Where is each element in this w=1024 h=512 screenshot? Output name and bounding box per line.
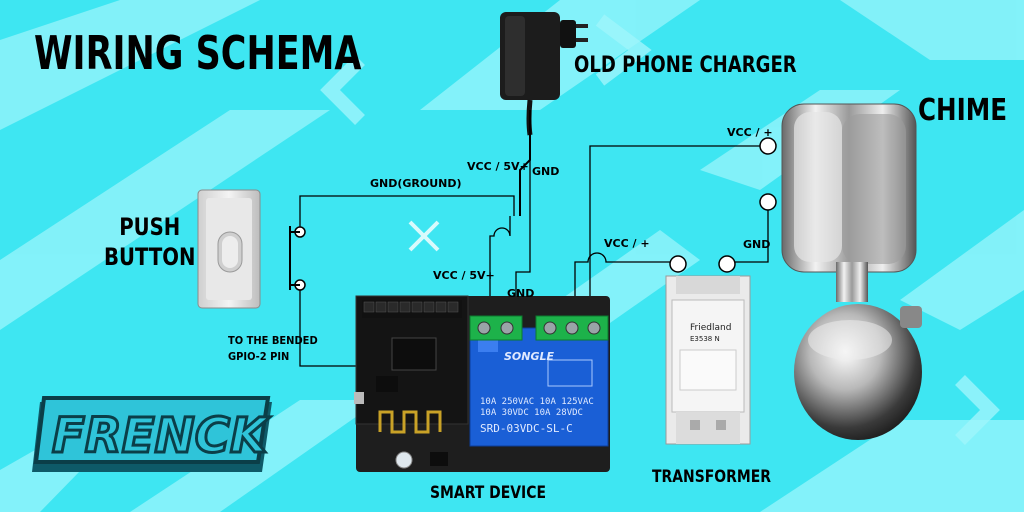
svg-text:10A 250VAC 10A 125VAC: 10A 250VAC 10A 125VAC bbox=[480, 397, 594, 407]
wire-gnd-chime bbox=[727, 203, 769, 263]
svg-text:FRENCK: FRENCK bbox=[52, 408, 271, 464]
wire-label-vcc-transformer: VCC / + bbox=[604, 237, 650, 250]
background-chevrons bbox=[320, 14, 1000, 445]
chime bbox=[781, 103, 922, 440]
frenck-logo: FRENCK bbox=[32, 396, 272, 472]
charger-cable bbox=[519, 110, 531, 216]
wire-vcc-chime bbox=[589, 145, 768, 318]
charger-label: OLD PHONE CHARGER bbox=[574, 53, 797, 78]
wire-label-gpio: TO THE BENDED GPIO-2 PIN bbox=[228, 333, 318, 365]
push-button-label-line2: BUTTON bbox=[104, 243, 196, 271]
transformer-label: TRANSFORMER bbox=[652, 467, 771, 487]
wire-label-gnd-charger: GND bbox=[532, 165, 560, 178]
wires bbox=[299, 110, 769, 367]
wire-label-gnd-ground: GND(GROUND) bbox=[370, 177, 462, 190]
wire-gpio bbox=[299, 290, 360, 367]
gpio-label-line2: GPIO-2 PIN bbox=[228, 349, 290, 363]
decorative-x bbox=[408, 220, 440, 252]
switch-symbol bbox=[289, 226, 300, 290]
wire-label-gnd-chime: GND bbox=[743, 238, 771, 251]
phone-charger bbox=[500, 12, 588, 136]
svg-text:SRD-03VDC-SL-C: SRD-03VDC-SL-C bbox=[480, 422, 573, 435]
svg-text:Friedland: Friedland bbox=[690, 323, 731, 333]
terminal-block-right bbox=[535, 315, 609, 341]
wire-label-vcc-5v-mid: VCC / 5V+ bbox=[433, 269, 495, 282]
terminal-block-left bbox=[469, 315, 523, 341]
push-button-label: PUSH BUTTON bbox=[104, 215, 195, 275]
svg-text:SONGLE: SONGLE bbox=[504, 350, 555, 363]
wire-charger-gnd bbox=[515, 160, 531, 318]
svg-text:10A 30VDC 10A 28VDC: 10A 30VDC 10A 28VDC bbox=[480, 408, 583, 418]
smart-device: SONGLE 10A 250VAC 10A 125VAC 10A 30VDC 1… bbox=[354, 295, 610, 472]
gpio-label-line1: TO THE BENDED bbox=[228, 334, 318, 347]
wire-vcc5v bbox=[489, 216, 511, 318]
wire-label-gnd-relay: GND bbox=[507, 287, 535, 300]
push-button bbox=[197, 189, 261, 309]
wire-label-vcc-chime: VCC / + bbox=[727, 126, 773, 139]
transformer: Friedland E3538 N bbox=[665, 275, 751, 445]
wire-gnd-ground bbox=[299, 195, 515, 232]
wire-label-vcc-5v-top: VCC / 5V+ bbox=[467, 160, 529, 173]
wire-vcc-trans bbox=[574, 252, 670, 318]
diagram-title: WIRING SCHEMA bbox=[34, 26, 362, 80]
svg-text:E3538 N: E3538 N bbox=[690, 335, 720, 343]
push-button-label-line1: PUSH bbox=[119, 213, 181, 241]
smart-device-label: SMART DEVICE bbox=[430, 483, 547, 503]
chime-label: CHIME bbox=[918, 93, 1008, 128]
